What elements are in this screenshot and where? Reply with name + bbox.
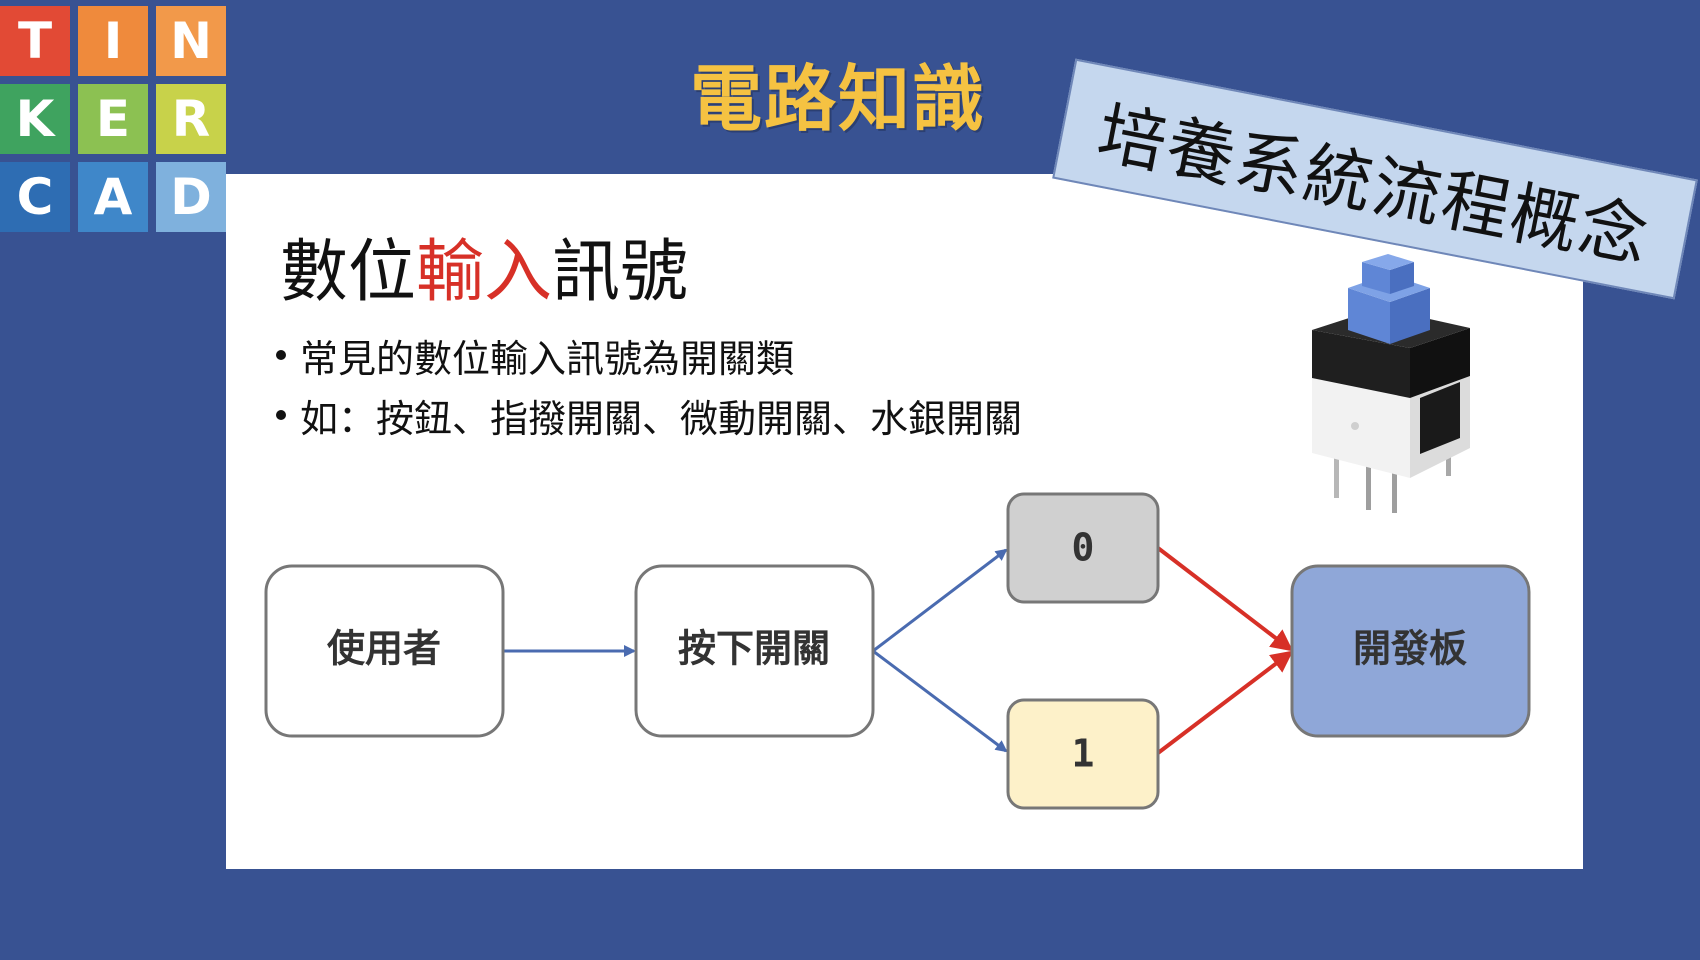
heading-pre: 數位 xyxy=(280,233,417,312)
logo-cell: K xyxy=(0,84,70,154)
bullet-text: 常見的數位輸入訊號為開關類 xyxy=(300,336,795,381)
tinkercad-logo: T I N K E R C A D xyxy=(0,6,228,234)
bullet-list: 常見的數位輸入訊號為開關類 如：按鈕、指撥開關、微動開關、水銀開關 xyxy=(276,325,1022,445)
logo-cell: I xyxy=(78,6,148,76)
logo-cell: A xyxy=(78,162,148,232)
bullet-dot-icon xyxy=(276,410,286,420)
page-title: 電路知識 xyxy=(690,57,987,141)
bullet-item: 如：按鈕、指撥開關、微動開關、水銀開關 xyxy=(276,385,1022,445)
push-button-switch-icon xyxy=(1312,254,1470,513)
logo-cell: E xyxy=(78,84,148,154)
bullet-text: 如：按鈕、指撥開關、微動開關、水銀開關 xyxy=(300,396,1023,441)
bullet-item: 常見的數位輸入訊號為開關類 xyxy=(276,325,1022,385)
heading-post: 訊號 xyxy=(552,233,689,312)
logo-cell: N xyxy=(156,6,226,76)
logo-cell: D xyxy=(156,162,226,232)
logo-cell: C xyxy=(0,162,70,232)
logo-cell: T xyxy=(0,6,70,76)
section-heading: 數位輸入訊號 xyxy=(280,216,688,315)
logo-cell: R xyxy=(156,84,226,154)
heading-highlight: 輸入 xyxy=(416,233,553,312)
bullet-dot-icon xyxy=(276,350,286,360)
